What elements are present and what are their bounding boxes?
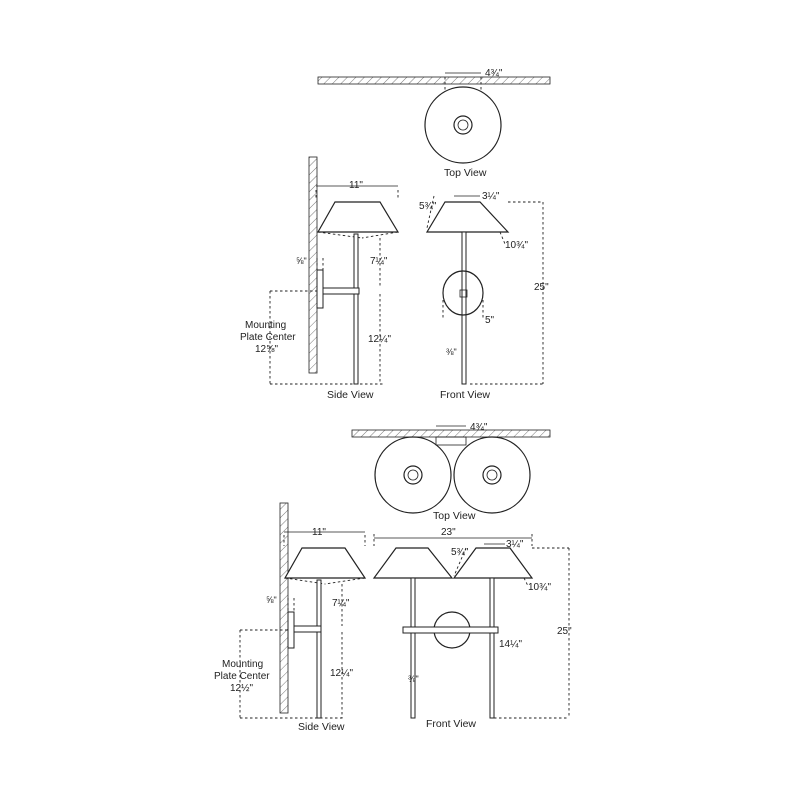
rod-front [461,231,467,385]
wall [279,502,289,714]
ceiling-wall [317,76,551,85]
single-side-label-1: Mounting [245,320,286,331]
arm-side [293,625,322,633]
single-front-top: 3¼" [482,190,500,202]
socket-right [482,465,502,485]
single-top-dim: 4¾" [485,68,503,79]
mounting-plate-side [316,269,324,309]
mounting-plate-side [287,611,295,649]
double-side-rod-upper: 7¼" [332,597,350,609]
single-front-caption: Front View [440,389,490,401]
double-side-caption: Side View [298,721,345,733]
shade-circle-right [453,436,531,514]
double-top-dim: 4¾" [470,422,488,433]
single-front-shade-h: 5¾" [419,201,437,212]
double-front-top: 3¼" [506,538,524,550]
double-front-shade-h: 5¾" [451,547,469,558]
plate-fixture [459,289,468,298]
single-side-label-3: 12⅝" [255,344,278,355]
single-side-rod-upper: 7¼" [370,255,388,267]
socket-inner [457,119,469,131]
socket-outer [453,115,473,135]
double-side-label-2: Plate Center [214,671,270,682]
rod-front-right [489,577,495,719]
single-side-depth: 11" [349,180,363,191]
single-side-plate-offset: ⅝" [296,256,307,266]
single-side-label-2: Plate Center [240,332,296,343]
single-side-view: 11" ⅝" 7¼" 12¼" Mounting Plate Center 12… [240,156,400,401]
arm-front [402,626,499,634]
single-front-rod: ⅜" [446,347,457,357]
bracket [435,436,467,446]
rod-side [316,579,322,719]
double-side-label-1: Mounting [222,659,263,670]
socket-left [403,465,423,485]
single-top-caption: Top View [444,167,487,179]
single-front-height: 25" [534,282,549,293]
single-side-rod-lower: 12¼" [368,333,391,345]
double-front-caption: Front View [426,718,476,730]
double-front-height: 25" [557,626,572,637]
double-front-rod: ⅜" [408,674,419,684]
rod-front-left [410,577,416,719]
double-side-depth: 11" [312,527,326,538]
wall [308,156,318,374]
mounting-plate-front [442,270,484,316]
single-top-view: 4¾" Top View [317,68,551,179]
double-front-overall: 23" [441,527,456,538]
arm-side [322,287,360,295]
single-front-plate: 5" [485,315,495,326]
rod-side [353,233,359,385]
shade-front-right [452,547,534,579]
shade-circle-left [374,436,452,514]
shade-front [425,201,510,233]
shade-front-left [372,547,454,579]
single-side-caption: Side View [327,389,374,401]
double-side-label-3: 12½" [230,683,253,694]
double-side-plate-offset: ⅝" [266,595,277,605]
double-front-view: 23" 3¼" 5¾" 10¾" 14¼" ⅜" 25" Front View [372,527,572,730]
double-top-caption: Top View [433,510,476,522]
double-front-arm: 14¼" [499,638,522,650]
shade-side [283,547,367,579]
ceiling-wall [351,429,551,438]
single-front-shade-w: 10¾" [505,240,528,251]
single-front-view: 3¼" 5¾" 10¾" 5" ⅜" 25" Front View [419,190,549,401]
shade-side [316,201,400,233]
shade-circle [424,86,502,164]
double-front-shade-w: 10¾" [528,582,551,593]
double-top-view: 4¾" Top View [351,422,551,522]
double-side-rod-lower: 12¼" [330,667,353,679]
double-side-view: 11" ⅝" 7¼" 12¼" Mounting Plate Center 12… [214,502,367,733]
